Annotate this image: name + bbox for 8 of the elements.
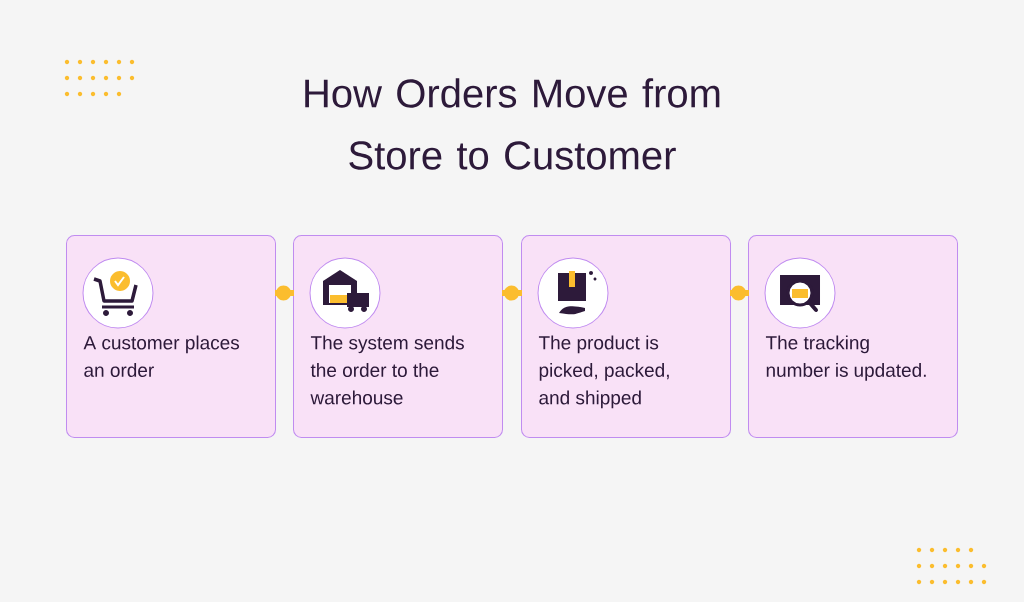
connector — [730, 285, 749, 301]
step-box: The tracking number is updated. — [748, 235, 958, 438]
connector — [502, 285, 522, 301]
step-box: The product is picked, packed, and shipped — [521, 235, 731, 438]
step-box: The system sends the order to the warehouse — [293, 235, 503, 438]
title: How Orders Move from Store to Customer — [305, 78, 720, 170]
step-box: A customer places an order — [66, 235, 276, 438]
connector — [275, 285, 294, 301]
